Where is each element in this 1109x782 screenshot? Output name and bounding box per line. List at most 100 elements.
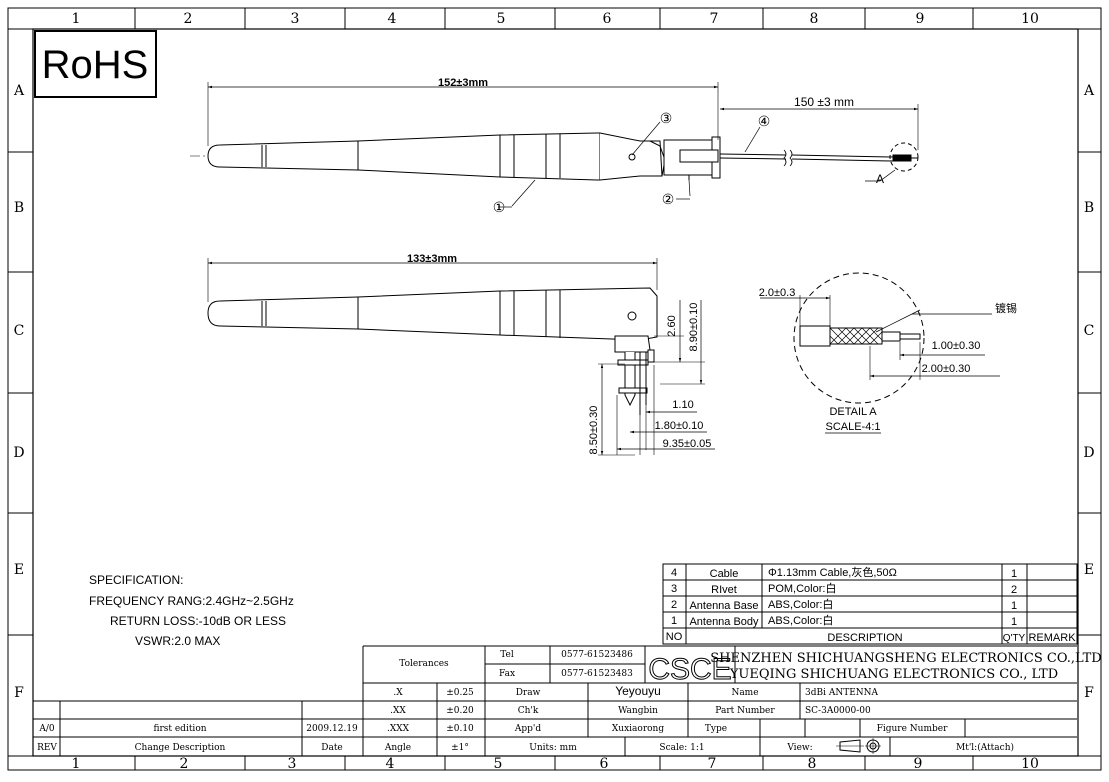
bom-qty: 1 xyxy=(1011,568,1017,580)
spec-line: RETURN LOSS:-10dB OR LESS xyxy=(110,614,286,628)
tolerance-key: .XX xyxy=(390,706,406,716)
tel-label: Tel xyxy=(500,650,514,660)
column-label: 9 xyxy=(916,11,925,27)
rohs-logo-text: RoHS xyxy=(42,43,149,87)
row-label: C xyxy=(1084,323,1095,339)
detail-a xyxy=(760,272,1000,434)
column-label: 7 xyxy=(708,756,717,772)
bom-name: Antenna Base xyxy=(689,600,758,612)
detail-dim-label: 2.00±0.30 xyxy=(922,363,971,375)
type-label: Type xyxy=(705,724,727,734)
column-label: 6 xyxy=(600,756,609,772)
column-label: 2 xyxy=(180,756,189,772)
company-name-2: YUEQING SHICHUANG ELECTRONICS CO., LTD xyxy=(729,667,1058,682)
tolerance-value: ±0.25 xyxy=(446,688,474,698)
row-label: D xyxy=(13,445,24,461)
part-label: Part Number xyxy=(715,706,775,716)
antenna-side-view xyxy=(207,258,715,456)
title-block xyxy=(33,645,1077,756)
column-label: 8 xyxy=(808,756,817,772)
grid-labels: 1 2 3 4 5 6 7 8 9 10 1 2 3 4 5 6 7 8 9 1… xyxy=(13,11,1095,772)
check-label: Ch'k xyxy=(518,706,539,716)
spec-line: FREQUENCY RANG:2.4GHz~2.5GHz xyxy=(89,594,294,608)
check-value: Wangbin xyxy=(618,706,658,716)
drawing-frame xyxy=(7,7,1102,771)
name-label: Name xyxy=(731,688,758,698)
detail-ref-label: A xyxy=(876,172,884,186)
bom-qty: 2 xyxy=(1011,584,1017,596)
bom-header-qty: Q'TY xyxy=(1003,633,1026,644)
bom-qty: 1 xyxy=(1011,600,1017,612)
column-label: 4 xyxy=(386,756,395,772)
row-label: E xyxy=(1084,562,1094,578)
bom-desc: POM,Color:白 xyxy=(768,581,836,595)
column-label: 1 xyxy=(72,11,81,27)
approved-value: Xuxiaorong xyxy=(612,724,664,734)
revision-code: A/0 xyxy=(38,724,55,734)
tolerances-label: Tolerances xyxy=(399,659,449,669)
company-name-1: SHENZHEN SHICHUANGSHENG ELECTRONICS CO.,… xyxy=(710,651,1101,666)
tolerance-key: .X xyxy=(393,688,403,698)
bom-name: Cable xyxy=(710,568,739,580)
detail-dim-label: 1.00±0.30 xyxy=(932,340,981,352)
row-label: E xyxy=(14,562,24,578)
bom-desc: ABS,Color:白 xyxy=(768,613,833,627)
callouts: ③ ① ② ④ xyxy=(493,111,771,216)
view-label: View: xyxy=(786,743,812,753)
antenna-top-view xyxy=(190,82,919,207)
material-label: Mt'l:(Attach) xyxy=(956,742,1014,753)
bom-name: Antenna Body xyxy=(689,616,759,628)
bom-no: 2 xyxy=(671,599,677,611)
side-dim-label: 1.80±0.10 xyxy=(655,420,704,432)
callout-4: ④ xyxy=(758,114,771,130)
tel-value: 0577-61523486 xyxy=(561,650,633,660)
tolerance-value: ±0.10 xyxy=(446,724,474,734)
row-label: C xyxy=(14,323,25,339)
row-label: F xyxy=(1084,685,1094,701)
part-value: SC-3A0000-00 xyxy=(805,706,871,716)
figure-label: Figure Number xyxy=(877,724,948,734)
bom-header-remark: REMARK xyxy=(1028,632,1076,644)
fax-value: 0577-61523483 xyxy=(561,669,633,679)
side-dim-label: 2.60 xyxy=(666,315,678,336)
tolerance-key: .XXX xyxy=(387,724,410,734)
row-label: A xyxy=(13,83,25,99)
side-length-label: 133±3mm xyxy=(407,253,457,265)
revision-description: first edition xyxy=(153,724,206,734)
column-label: 10 xyxy=(1021,11,1039,27)
bom-no: 3 xyxy=(671,583,677,595)
bom-header-no: NO xyxy=(666,631,683,643)
detail-title: DETAIL A xyxy=(829,406,877,418)
rohs-logo: RoHS xyxy=(34,30,157,98)
column-label: 9 xyxy=(914,756,923,772)
bom-table xyxy=(662,563,1078,645)
bom-desc: Φ1.13mm Cable,灰色,50Ω xyxy=(768,565,897,579)
column-label: 6 xyxy=(603,11,612,27)
row-label: B xyxy=(1084,200,1094,216)
detail-scale: SCALE-4:1 xyxy=(825,421,880,433)
bom-no: 4 xyxy=(671,567,677,579)
side-dim-label: 9.35±0.05 xyxy=(663,438,712,450)
column-label: 3 xyxy=(288,756,297,772)
spec-line: VSWR:2.0 MAX xyxy=(135,634,220,648)
bom-no: 1 xyxy=(671,615,677,627)
spec-heading: SPECIFICATION: xyxy=(89,573,183,587)
approved-label: App'd xyxy=(514,724,541,734)
row-label: D xyxy=(1083,445,1094,461)
date-header: Date xyxy=(321,743,343,753)
side-dim-label: 8.90±0.10 xyxy=(688,303,700,352)
column-label: 3 xyxy=(291,11,300,27)
bom-qty: 1 xyxy=(1011,616,1017,628)
draw-value: Yeyouyu xyxy=(615,684,661,698)
projection-symbol-icon xyxy=(836,738,881,754)
detail-dim-label: 2.0±0.3 xyxy=(759,287,796,299)
column-label: 7 xyxy=(710,11,719,27)
rev-header: REV xyxy=(37,743,57,753)
bom-name: RIvet xyxy=(711,584,737,596)
column-label: 10 xyxy=(1021,756,1039,772)
column-label: 4 xyxy=(388,11,397,27)
scale-label: Scale: 1:1 xyxy=(659,743,704,753)
fax-label: Fax xyxy=(499,669,515,679)
company-logo: CSCE xyxy=(648,653,731,686)
